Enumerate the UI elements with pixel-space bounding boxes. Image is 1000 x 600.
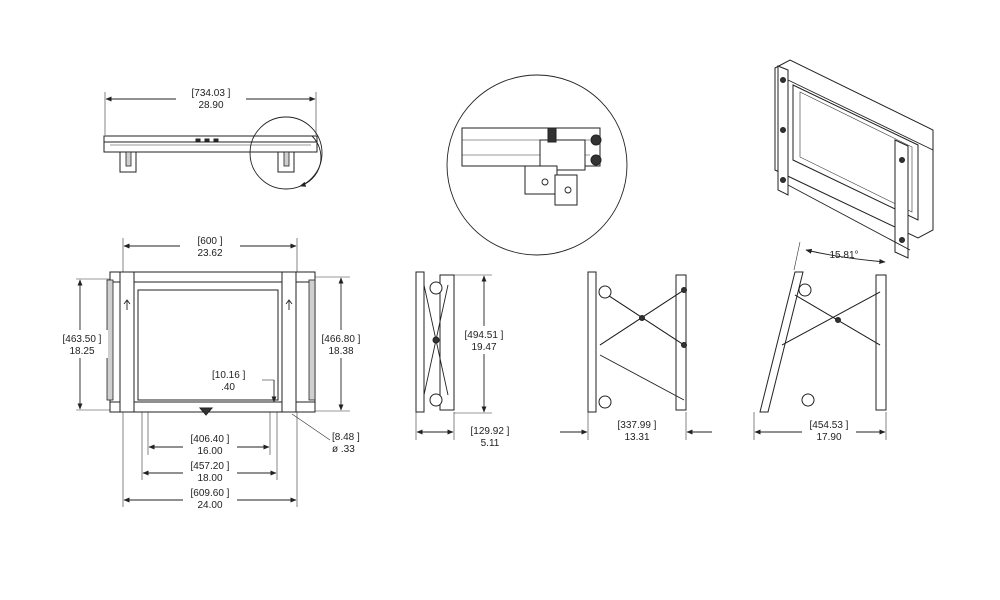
offset-mm: [10.16 ] <box>212 370 246 381</box>
front-width-in: 23.62 <box>197 248 222 259</box>
front-frame-opening <box>137 289 279 401</box>
offset-in: .40 <box>221 382 235 393</box>
tilted-depth-mm: [454.53 ] <box>810 420 849 431</box>
top-rail <box>103 135 318 143</box>
right-vertical-rail <box>281 271 297 413</box>
side-view-extended: [337.99 ] 13.31 <box>560 271 712 443</box>
left-height-in: 18.25 <box>69 346 94 357</box>
detail-view <box>446 74 628 256</box>
collapsed-height-mm: [494.51 ] <box>465 330 504 341</box>
tilt-angle: 15.81° <box>829 250 858 261</box>
span3-in: 24.00 <box>197 500 222 511</box>
hole-in: ø .33 <box>332 444 355 455</box>
tilted-depth-in: 17.90 <box>816 432 841 443</box>
isometric-view <box>774 59 934 259</box>
front-width-mm: [600 ] <box>197 236 222 247</box>
span1-in: 16.00 <box>197 446 222 457</box>
side-view-collapsed: [494.51 ] 19.47 [129.92 ] 5.11 <box>415 271 510 449</box>
left-height-mm: [463.50 ] <box>63 334 102 345</box>
collapsed-height-in: 19.47 <box>471 342 496 353</box>
extended-depth-in: 13.31 <box>624 432 649 443</box>
right-height-mm: [466.80 ] <box>322 334 361 345</box>
rotation-arrow <box>299 135 322 187</box>
top-rail-body <box>103 141 318 153</box>
side-view-tilted: 15.81° [454.53 ] 17.90 <box>753 241 887 444</box>
collapsed-depth-in: 5.11 <box>481 438 500 449</box>
detail-circle <box>249 116 323 190</box>
front-view: [600 ] 23.62 [463.50 ] 18.25 [466.80 ] 1… <box>58 234 366 512</box>
collapsed-depth-mm: [129.92 ] <box>471 426 510 437</box>
span3-mm: [609.60 ] <box>191 488 230 499</box>
extended-depth-mm: [337.99 ] <box>618 420 657 431</box>
right-height-in: 18.38 <box>328 346 353 357</box>
tilt-angle-arc <box>805 248 886 265</box>
span2-mm: [457.20 ] <box>191 461 230 472</box>
top-view: [734.03 ] 28.90 <box>103 86 323 190</box>
hole-mm: [8.48 ] <box>332 432 360 443</box>
span1-mm: [406.40 ] <box>191 434 230 445</box>
left-vertical-rail <box>119 271 135 413</box>
top-width-mm: [734.03 ] <box>192 88 231 99</box>
top-width-in: 28.90 <box>198 100 223 111</box>
span2-in: 18.00 <box>197 473 222 484</box>
